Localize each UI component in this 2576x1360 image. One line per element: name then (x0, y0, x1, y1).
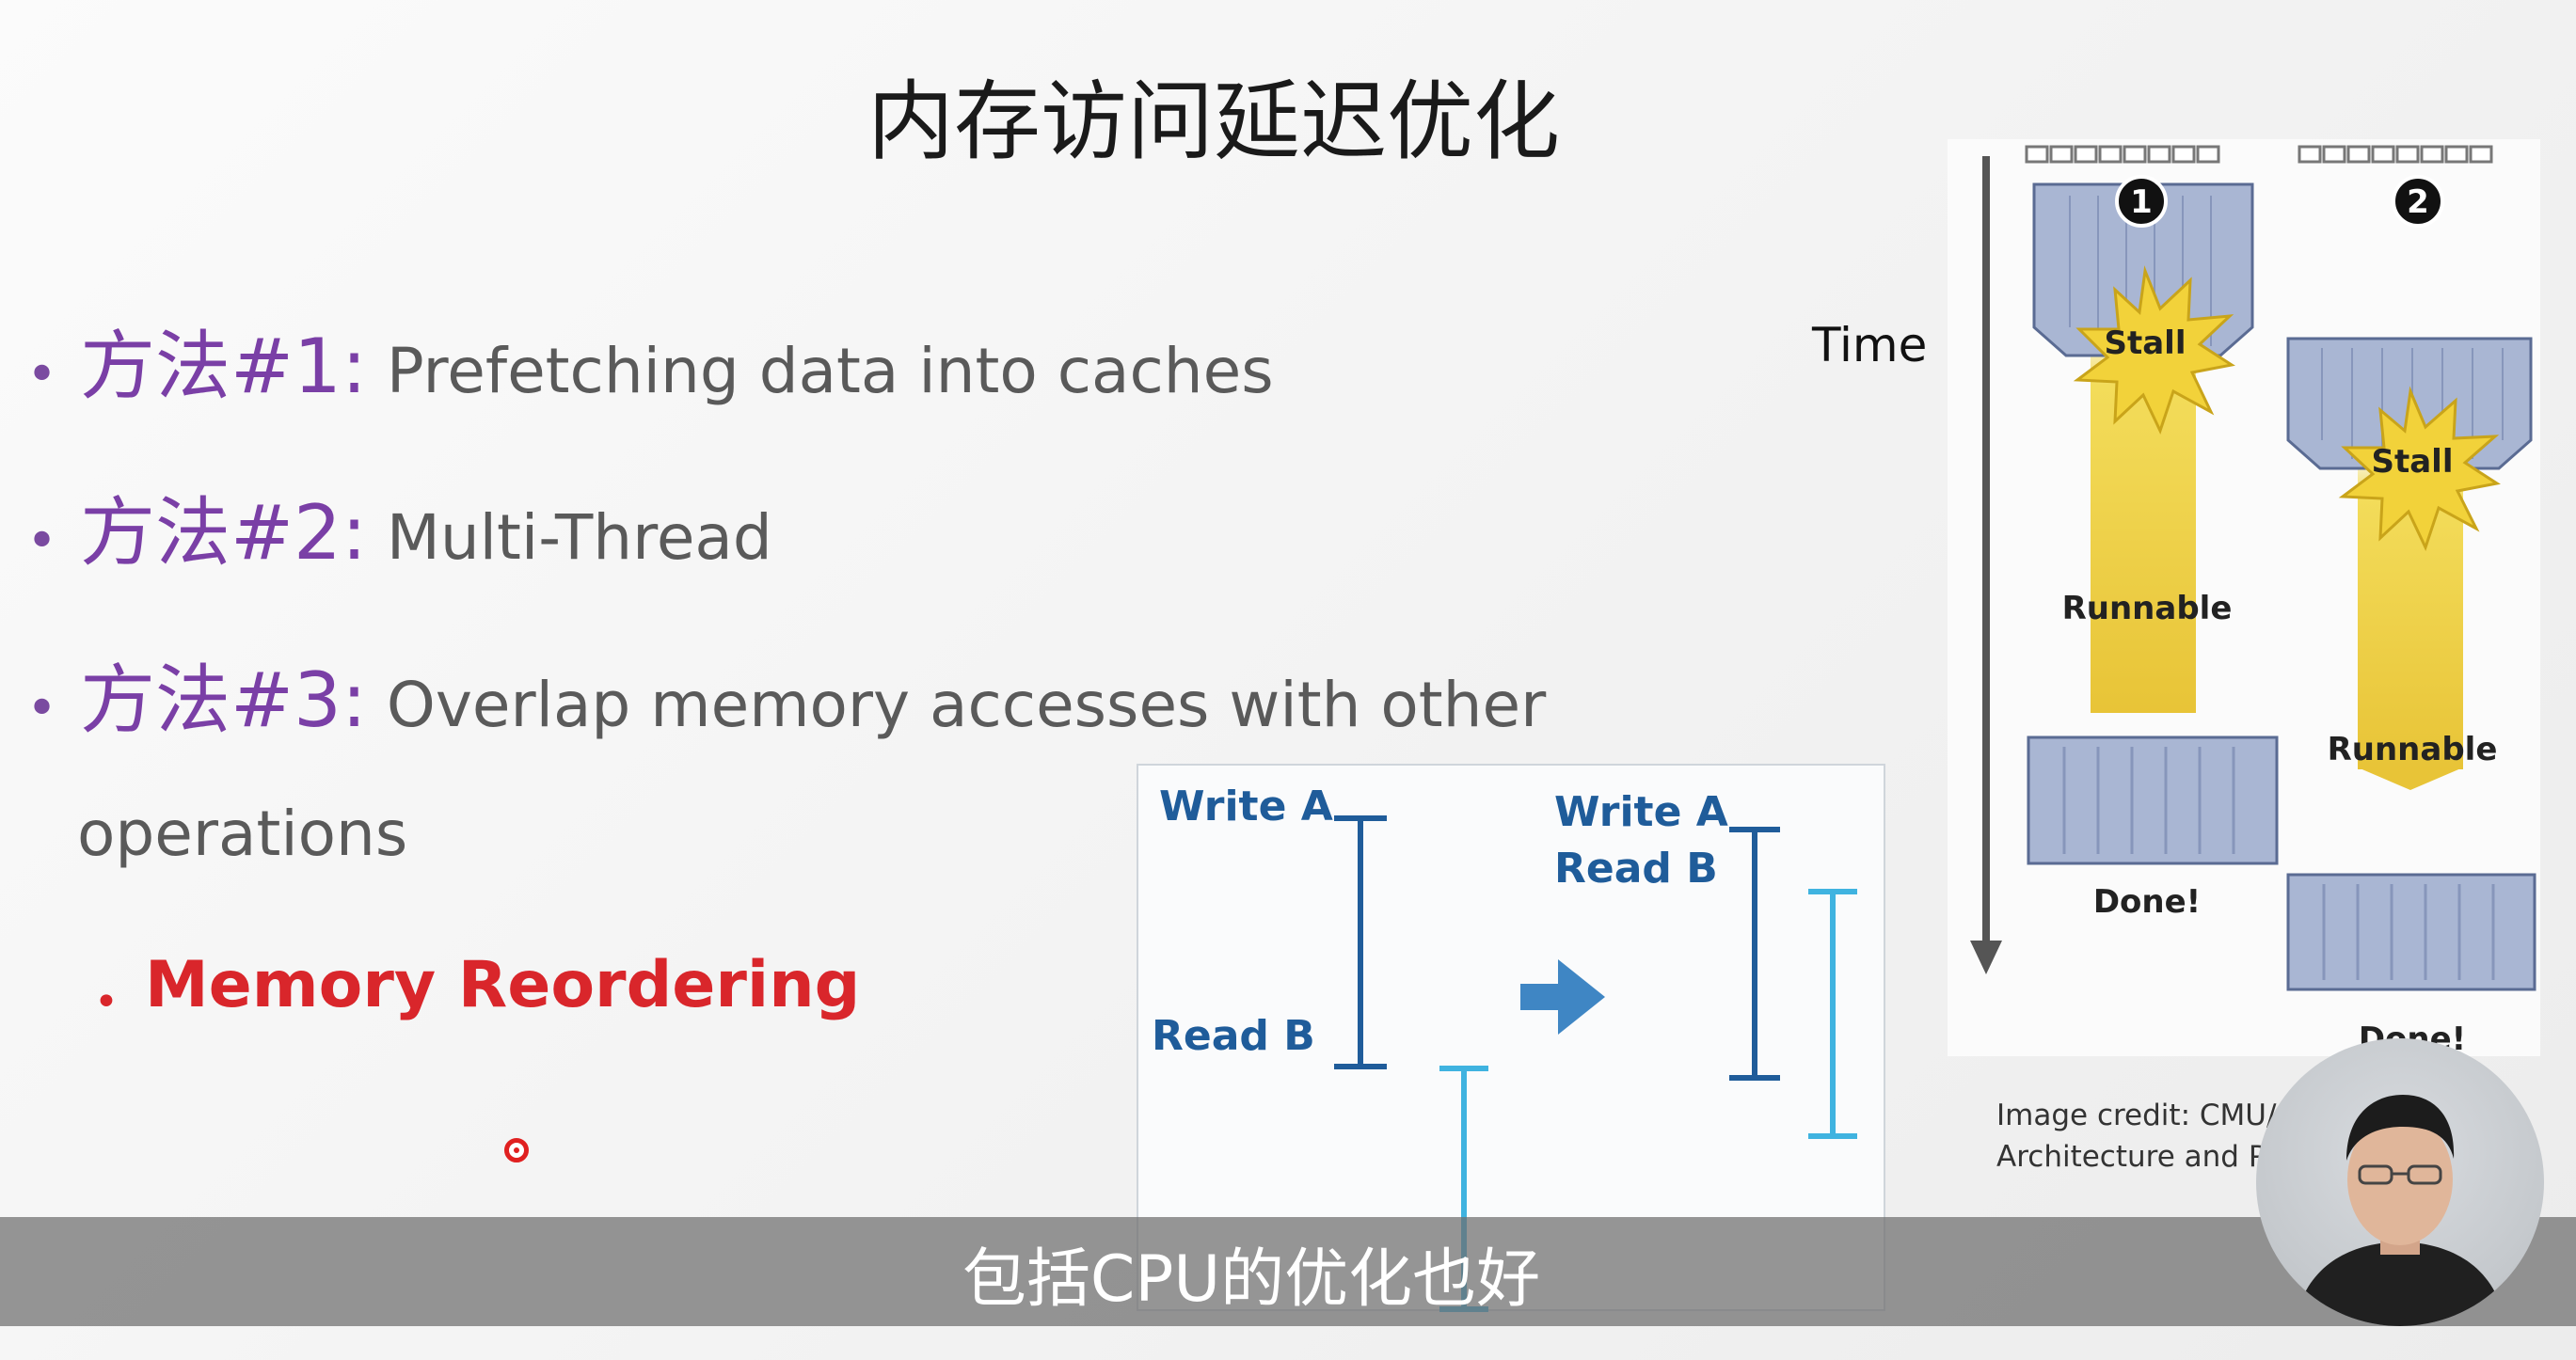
method-label: 方法#3: (80, 656, 367, 744)
runnable-label-2: Runnable (2328, 731, 2498, 768)
sub-bullet: • Memory Reordering (94, 948, 860, 1026)
right-read-span (1808, 889, 1857, 1139)
left-write-label: Write A (1159, 783, 1333, 830)
method-label: 方法#1: (80, 323, 367, 410)
runnable-label-1: Runnable (2062, 590, 2233, 627)
left-write-span (1334, 815, 1387, 1069)
caption-text: 包括CPU的优化也好 (962, 1242, 1541, 1317)
bullet-method-3: • 方法#3: Overlap memory accesses with othe… (26, 640, 1546, 749)
right-write-span (1729, 827, 1780, 1081)
time-label: Time (1812, 318, 1928, 372)
method-description: Multi-Thread (366, 501, 772, 574)
method-description: Prefetching data into caches (366, 335, 1274, 407)
method-label: 方法#2: (80, 489, 367, 577)
done-label-1: Done! (2093, 883, 2201, 921)
thread1-exec-block (2032, 182, 2254, 357)
presenter-webcam (2256, 1038, 2544, 1326)
instruction-slots-1 (2025, 145, 2220, 164)
method-description-continuation: operations (77, 798, 408, 870)
right-write-label: Write A (1554, 788, 1728, 836)
left-read-label: Read B (1152, 1012, 1315, 1060)
presenter-avatar (2294, 1095, 2506, 1326)
laser-pointer-icon (504, 1138, 529, 1162)
stall-label-2: Stall (2372, 443, 2454, 481)
thread2-runnable-arrow (2358, 767, 2463, 790)
instruction-slots-2 (2298, 145, 2493, 164)
stall-burst-2 (2338, 386, 2501, 552)
sub-bullet-text: Memory Reordering (144, 948, 861, 1022)
stall-burst-1 (2073, 265, 2235, 435)
thread1-number: 1 (2130, 183, 2153, 221)
multithreading-figure: 1 2 Stall Stall Runnable Runnable Done! … (1948, 139, 2540, 1056)
image-credit-line1: Image credit: CMU/ (1996, 1099, 2277, 1132)
thread1-done-block (2027, 735, 2279, 865)
thread-timeline: 1 2 Stall Stall Runnable Runnable Done! … (1970, 145, 2536, 1056)
bullet-dot: • (26, 678, 58, 740)
thread2-number-icon (2392, 175, 2444, 228)
slide-title: 内存访问延迟优化 (867, 71, 1560, 172)
bullet-method-2: • 方法#2: Multi-Thread (26, 472, 772, 581)
bullet-method-1: • 方法#1: Prefetching data into caches (26, 306, 1274, 415)
right-read-label: Read B (1554, 845, 1718, 893)
image-credit-line2: Architecture and P (1996, 1140, 2266, 1174)
thread2-number: 2 (2407, 183, 2429, 221)
arrow-right-icon (1520, 959, 1605, 1035)
method-description: Overlap memory accesses with other (366, 669, 1547, 741)
time-arrow-icon (1970, 941, 2002, 974)
bullet-dot: • (26, 511, 58, 573)
bullet-dot: • (26, 344, 58, 406)
thread1-number-icon (2115, 175, 2168, 228)
sub-bullet-dot: • (94, 978, 119, 1026)
caption-bar (0, 1217, 2576, 1326)
stall-label-1: Stall (2105, 324, 2186, 362)
